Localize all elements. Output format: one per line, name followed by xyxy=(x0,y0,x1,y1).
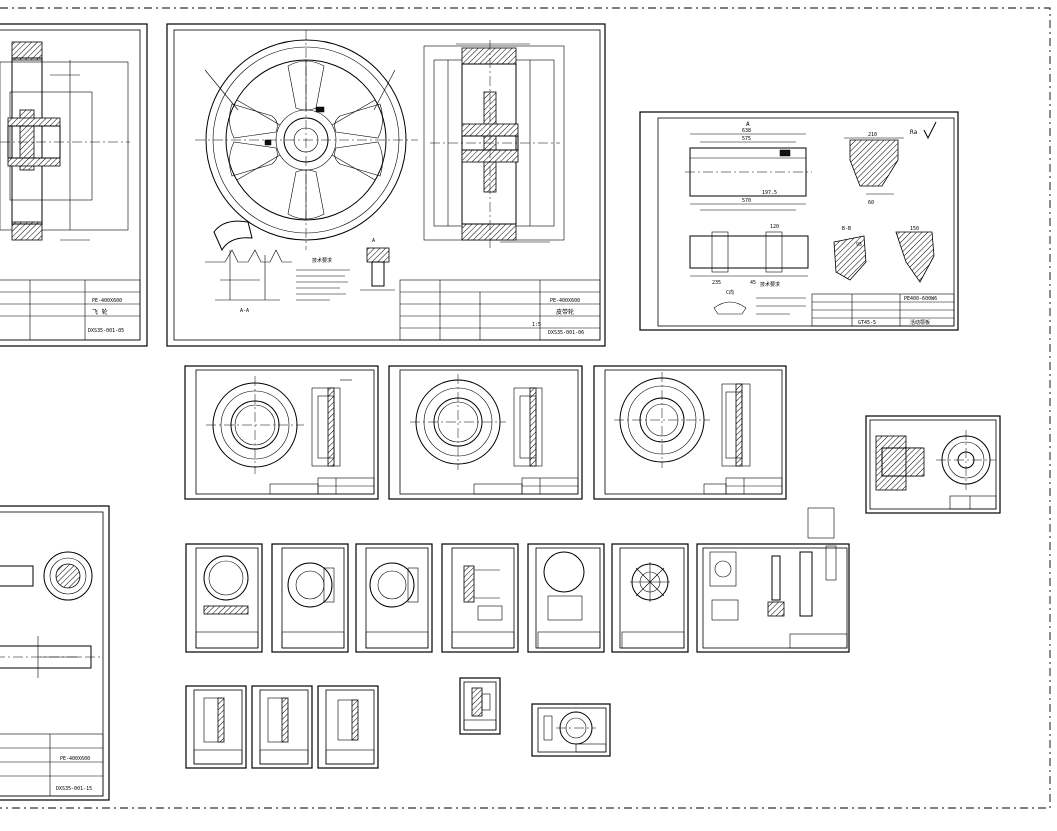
dim-235: 235 xyxy=(712,280,721,286)
shaft-code: DXS35-001-15 xyxy=(56,786,92,792)
sheet-part-plate-3[interactable] xyxy=(317,685,379,769)
sheet-small-pulley[interactable] xyxy=(865,415,1001,514)
sheet-flywheel-section[interactable]: 飞 轮 PE-400X600 DXS35-001-05 xyxy=(0,23,148,347)
dim-210: 210 xyxy=(868,132,877,138)
sheet-spoked-pulley[interactable]: A-A A 技术要求 xyxy=(166,23,606,347)
pulley-drawing-no: PE-400X600 xyxy=(550,298,580,304)
sheet-part-cylinder[interactable] xyxy=(527,543,605,653)
jaw-part-code: PE400-600W6 xyxy=(904,296,937,302)
svg-text:A-A: A-A xyxy=(240,308,249,314)
pulley-side-section xyxy=(423,40,565,248)
sheet-part-plate-2[interactable] xyxy=(251,685,313,769)
shaft-drawing-no: PE-400X600 xyxy=(60,756,90,762)
sheet-flange-3[interactable] xyxy=(593,365,787,500)
jaw-part-name: 活动颚板 xyxy=(910,319,930,326)
section-a-label: A xyxy=(746,121,750,128)
sheet-part-ring-3[interactable] xyxy=(355,543,433,653)
dim-120: 120 xyxy=(770,224,779,230)
sheet-flange-1[interactable] xyxy=(184,365,379,500)
pulley-scale: 1:5 xyxy=(532,322,541,328)
flywheel-drawing-no: PE-400X600 xyxy=(92,298,122,304)
sheet-part-disc[interactable] xyxy=(531,703,611,757)
key-section: A xyxy=(360,238,395,291)
dim-95: 95 xyxy=(856,242,862,248)
jaw-material: GT45-5 xyxy=(858,320,876,326)
svg-text:技术要求: 技术要求 xyxy=(312,257,332,264)
flywheel-code: DXS35-001-05 xyxy=(88,328,124,334)
sheet-part-bushing[interactable] xyxy=(459,677,501,735)
dim-60: 60 xyxy=(868,200,874,206)
pulley-notes: 技术要求 xyxy=(296,257,350,301)
sheet-part-star[interactable] xyxy=(611,543,689,653)
dim-45: 45 xyxy=(750,280,756,286)
pulley-code: DXS35-001-06 xyxy=(548,330,584,336)
groove-detail: A-A xyxy=(205,220,292,314)
pulley-title-block: 皮带轮 PE-400X600 DXS35-001-06 1:5 xyxy=(399,279,601,341)
sheet-part-plate-1[interactable] xyxy=(185,685,247,769)
sheet-shaft[interactable]: PE-400X600 DXS35-001-15 xyxy=(0,505,110,801)
sheet-part-bracket[interactable] xyxy=(441,543,519,653)
section-b-label: B-B xyxy=(842,226,851,232)
sheet-flange-2[interactable] xyxy=(388,365,583,500)
sheet-jaw-plate[interactable]: 638 575 570 197.5 A 210 60 Ra 235 45 120… xyxy=(639,111,959,331)
flywheel-name-label: 飞 轮 xyxy=(92,308,108,316)
dim-638: 638 xyxy=(742,128,751,134)
pulley-front-view xyxy=(195,30,418,250)
dim-570: 570 xyxy=(742,198,751,204)
sheet-part-assembly[interactable] xyxy=(696,507,850,653)
sheet-part-ring-1[interactable] xyxy=(185,543,263,653)
dim-1975: 197.5 xyxy=(762,190,777,196)
svg-text:A: A xyxy=(372,238,375,244)
dim-150: 150 xyxy=(910,226,919,232)
sheet-part-ring-2[interactable] xyxy=(271,543,349,653)
dim-575: 575 xyxy=(742,136,751,142)
view-c-label: C向 xyxy=(726,289,734,296)
jaw-tech-title: 技术要求 xyxy=(760,281,780,288)
roughness-mark: Ra xyxy=(910,129,918,136)
pulley-name: 皮带轮 xyxy=(556,308,574,316)
layout-border xyxy=(0,7,1051,809)
